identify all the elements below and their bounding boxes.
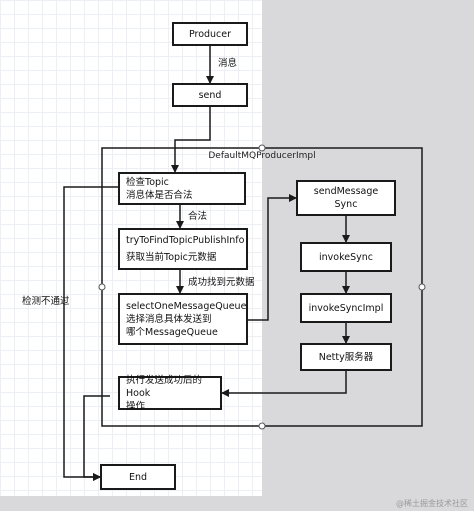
node-select-line3: 哪个MessageQueue bbox=[126, 326, 218, 338]
node-producer: Producer bbox=[172, 22, 248, 46]
node-sendmessage-line1: sendMessage bbox=[313, 186, 379, 197]
node-find-line1: tryToFindTopicPublishInfo bbox=[126, 235, 245, 246]
edge-label-found: 成功找到元数据 bbox=[188, 277, 255, 288]
watermark: @稀土掘金技术社区 bbox=[396, 499, 468, 508]
node-hook-line1: 执行发送成功后的Hook bbox=[126, 374, 203, 399]
node-sendmessage-line2: Sync bbox=[334, 199, 358, 210]
node-invoke-sync-impl: invokeSyncImpl bbox=[300, 293, 392, 323]
canvas-margin-bottom bbox=[0, 496, 474, 511]
node-netty-label: Netty服务器 bbox=[318, 351, 374, 363]
edge-checkfail-end bbox=[63, 186, 118, 481]
edge-label-message: 消息 bbox=[218, 58, 238, 69]
node-check-line1: 检查Topic bbox=[126, 176, 169, 188]
node-invoke-sync-impl-label: invokeSyncImpl bbox=[308, 302, 384, 314]
node-hook: 执行发送成功后的Hook 操作 bbox=[118, 374, 222, 412]
node-send: send bbox=[172, 83, 248, 107]
node-netty: Netty服务器 bbox=[300, 343, 392, 371]
node-hook-line2: 操作 bbox=[126, 400, 146, 412]
edge-label-valid: 合法 bbox=[188, 211, 208, 222]
node-check-topic: 检查Topic 消息体是否合法 bbox=[118, 172, 246, 205]
node-producer-label: Producer bbox=[188, 28, 232, 40]
node-invoke-sync-label: invokeSync bbox=[319, 251, 373, 263]
edge-select-sendmessage bbox=[248, 194, 297, 321]
node-find-topic-info: tryToFindTopicPublishInfo 获取当前Topic元数据 bbox=[118, 228, 248, 270]
container-handle bbox=[418, 283, 426, 291]
node-send-label: send bbox=[198, 89, 222, 101]
edge-netty-hook bbox=[221, 371, 347, 397]
container-handle bbox=[258, 422, 266, 430]
container-title: DefaultMQProducerImpl bbox=[208, 151, 316, 161]
container-handle bbox=[258, 144, 266, 152]
node-select-queue: selectOneMessageQueue 选择消息具体发送到 哪个Messag… bbox=[118, 293, 248, 345]
container-handle bbox=[98, 283, 106, 291]
node-send-message-sync: sendMessage Sync bbox=[296, 180, 396, 216]
node-invoke-sync: invokeSync bbox=[300, 242, 392, 272]
node-end: End bbox=[100, 464, 176, 490]
node-end-label: End bbox=[128, 471, 148, 483]
node-check-line2: 消息体是否合法 bbox=[126, 189, 193, 201]
node-find-line2: 获取当前Topic元数据 bbox=[126, 252, 217, 263]
node-select-line1: selectOneMessageQueue bbox=[126, 300, 247, 312]
edge-send-check bbox=[171, 107, 211, 173]
edge-label-check-failed: 检测不通过 bbox=[22, 296, 70, 307]
node-select-line2: 选择消息具体发送到 bbox=[126, 313, 212, 325]
